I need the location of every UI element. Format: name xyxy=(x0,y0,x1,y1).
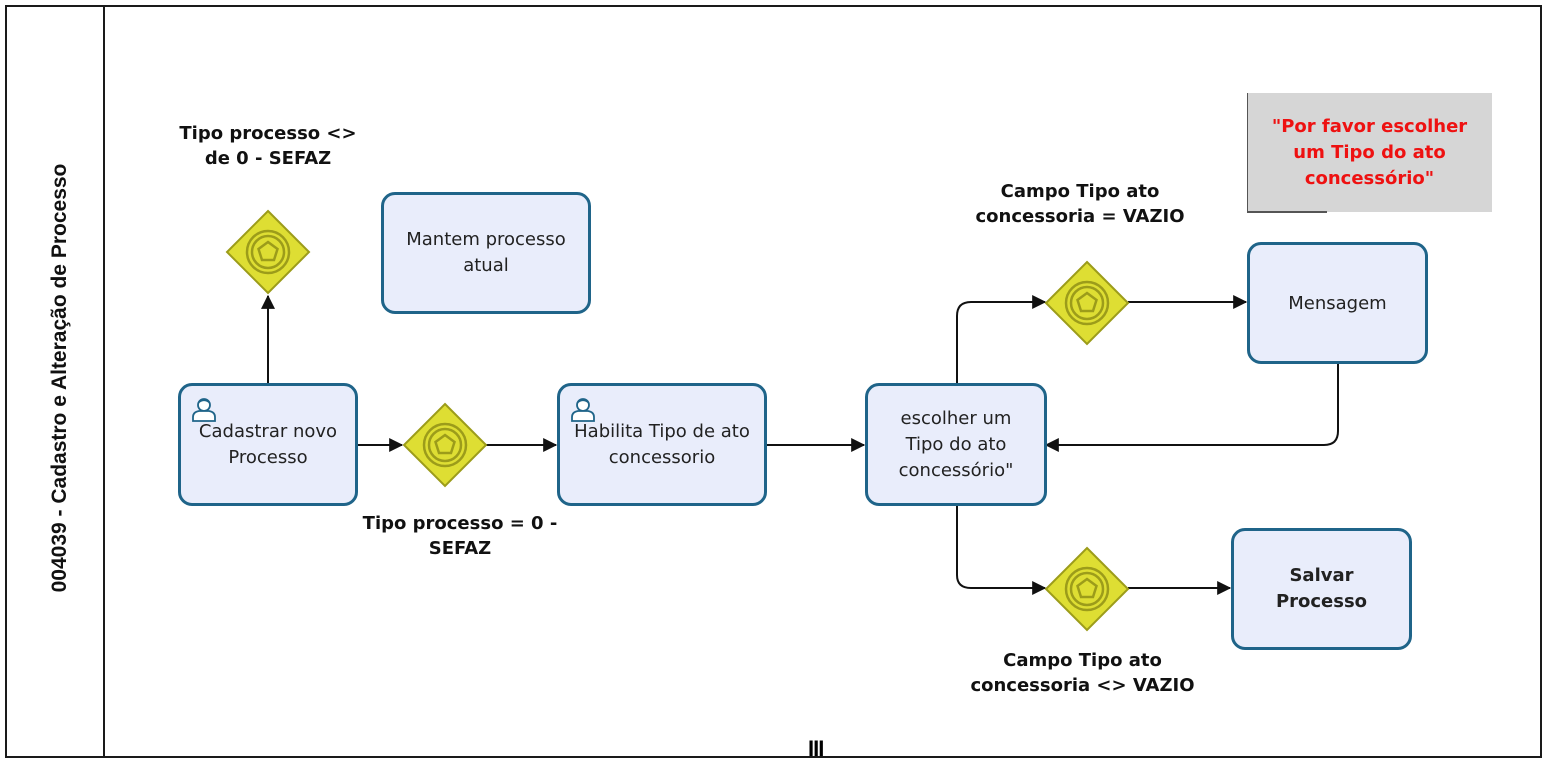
flow-escolher-to-gateway-nao-vazio xyxy=(956,506,1047,595)
task-habilita-tipo-ato[interactable]: Habilita Tipo de ato concessorio xyxy=(557,383,767,506)
task-salvar-processo[interactable]: Salvar Processo xyxy=(1231,528,1412,650)
task-label: Habilita Tipo de ato concessorio xyxy=(574,420,750,468)
annotation-note-text: "Por favor escolher um Tipo do ato conce… xyxy=(1271,115,1468,189)
task-escolher-tipo-ato[interactable]: escolher um Tipo do ato concessório" xyxy=(865,383,1047,506)
annotation-bracket xyxy=(1247,93,1327,212)
annotation-bracket-bottom xyxy=(1247,211,1327,213)
annotation-note: "Por favor escolher um Tipo do ato conce… xyxy=(1247,93,1492,212)
condition-label-campo-vazio: Campo Tipo ato concessoria = VAZIO xyxy=(975,181,1185,227)
task-mantem-processo-atual[interactable]: Mantem processo atual xyxy=(381,192,591,314)
event-gateway-icon[interactable] xyxy=(1044,260,1130,346)
user-icon xyxy=(571,398,595,422)
task-cadastrar-novo-processo[interactable]: Cadastrar novo Processo xyxy=(178,383,358,506)
user-icon xyxy=(192,398,216,422)
event-gateway-icon[interactable] xyxy=(225,209,311,295)
task-label: Salvar Processo xyxy=(1275,565,1368,612)
lane-divider xyxy=(103,5,105,758)
task-mensagem[interactable]: Mensagem xyxy=(1247,242,1428,364)
task-label: Cadastrar novo Processo xyxy=(198,420,338,468)
condition-label-campo-nao-vazio: Campo Tipo ato concessoria <> VAZIO xyxy=(970,650,1195,696)
event-gateway-icon[interactable] xyxy=(402,402,488,488)
flow-escolher-to-gateway-vazio xyxy=(956,295,1047,384)
pool xyxy=(5,5,1542,758)
event-gateway-icon[interactable] xyxy=(1044,546,1130,632)
condition-label-tipo-igual: Tipo processo = 0 - SEFAZ xyxy=(362,513,558,559)
flow-mensagem-to-escolher xyxy=(1044,363,1339,452)
task-label: Mensagem xyxy=(1288,293,1387,314)
condition-label-tipo-diferente: Tipo processo <> de 0 - SEFAZ xyxy=(179,123,357,169)
task-label: Mantem processo atual xyxy=(406,229,566,276)
parallel-marker: III xyxy=(808,736,824,761)
task-label: escolher um Tipo do ato concessório" xyxy=(898,407,1014,481)
